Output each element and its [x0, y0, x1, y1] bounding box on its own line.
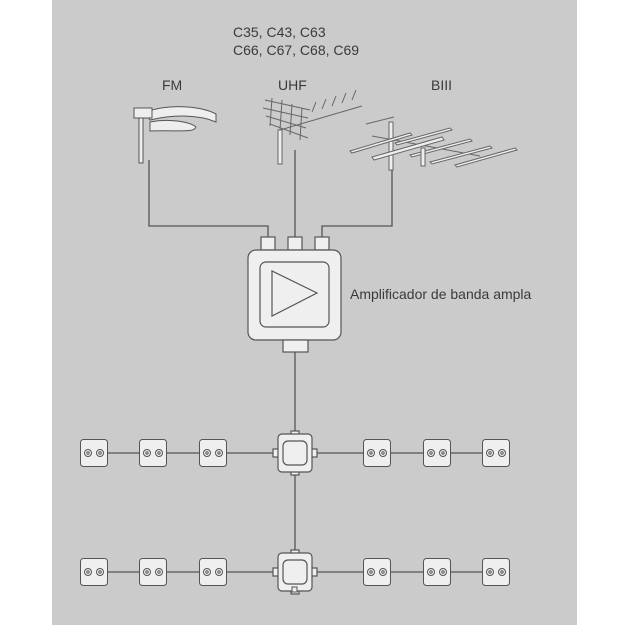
tv-outlet: [199, 558, 227, 586]
biii-input-port: [314, 236, 330, 251]
amplifier-triangle-icon: [271, 270, 319, 317]
tv-outlet: [139, 439, 167, 467]
tv-outlet: [139, 558, 167, 586]
biii-antenna-icon: [349, 116, 518, 171]
biii-label: BIII: [431, 77, 453, 93]
channel-list-line1: C35, C43, C63: [233, 24, 326, 40]
uhf-antenna-icon: [262, 89, 363, 165]
tv-outlet: [423, 439, 451, 467]
output-port: [282, 339, 309, 353]
amplifier-label: Amplificador de banda ampla: [350, 286, 532, 302]
uhf-input-port: [287, 236, 303, 251]
splitter-2: [272, 549, 318, 595]
biii-cable: [321, 170, 393, 237]
fm-input-port: [260, 236, 276, 251]
channel-list-line2: C66, C67, C68, C69: [233, 42, 360, 58]
splitter-1: [272, 430, 318, 476]
fm-label: FM: [162, 77, 183, 93]
tv-outlet: [80, 558, 108, 586]
terminator: [291, 586, 298, 593]
tv-outlet: [363, 439, 391, 467]
amplifier: [247, 236, 342, 353]
uhf-label: UHF: [278, 77, 307, 93]
tv-outlet: [482, 558, 510, 586]
fm-antenna-icon: [133, 106, 217, 164]
fm-cable: [148, 160, 269, 237]
tv-outlet: [80, 439, 108, 467]
tv-outlet: [363, 558, 391, 586]
tv-outlet: [199, 439, 227, 467]
tv-outlet: [482, 439, 510, 467]
tv-outlet: [423, 558, 451, 586]
